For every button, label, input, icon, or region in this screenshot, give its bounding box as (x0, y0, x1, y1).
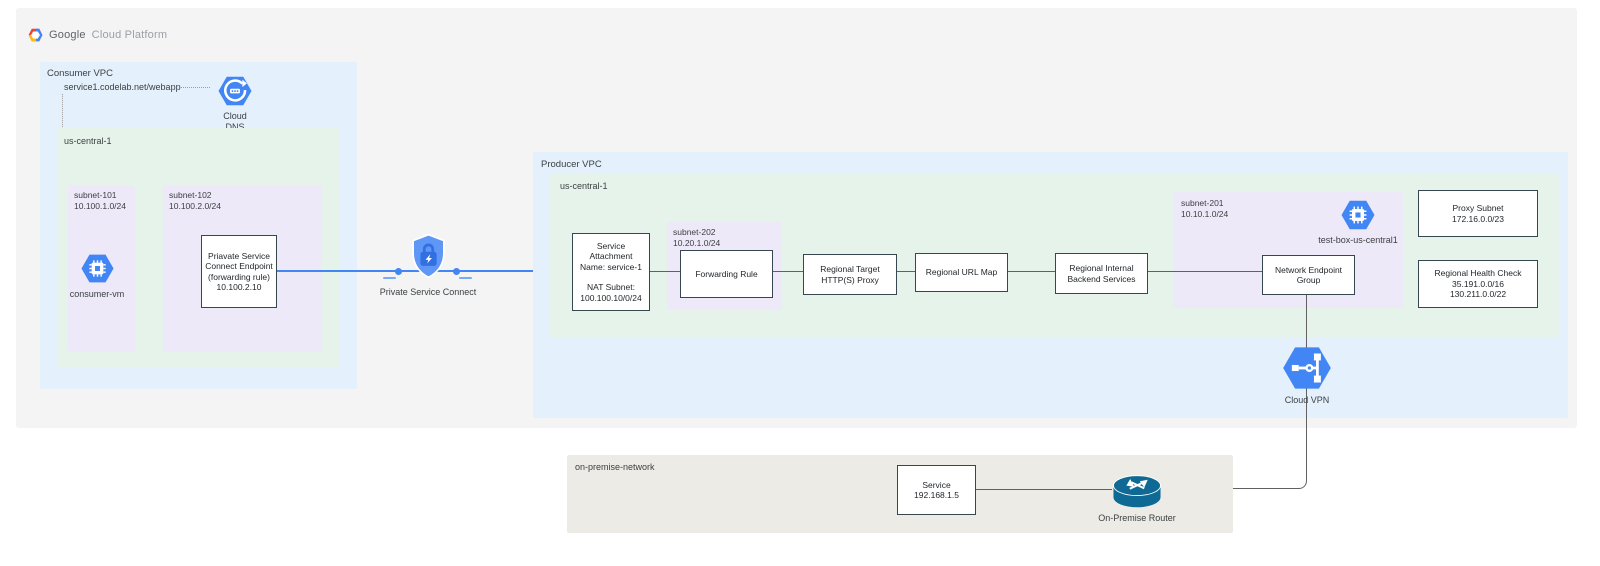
logo-product-text: Cloud Platform (91, 29, 168, 41)
on-premise-label: on-premise-network (575, 462, 655, 472)
connector-sa-fr (650, 271, 680, 272)
connector-backend-neg (1148, 271, 1262, 272)
psc-right-dash (459, 277, 472, 279)
logo-brand-text: Google (49, 29, 86, 41)
psc-endpoint-box: Priavate Service Connect Endpoint (forwa… (201, 235, 277, 308)
psc-caption: Private Service Connect (379, 287, 477, 297)
on-premise-service-box: Service 192.168.1.5 (897, 465, 976, 515)
forwarding-rule-box: Forwarding Rule (680, 250, 773, 298)
target-proxy-box: Regional Target HTTP(S) Proxy (803, 254, 897, 295)
consumer-vpc-label: Consumer VPC (47, 68, 113, 79)
test-box-caption: test-box-us-central1 (1318, 235, 1398, 245)
subnet-201-cidr: 10.10.1.0/24 (1181, 209, 1229, 219)
dns-record-text: service1.codelab.net/webapp (64, 82, 181, 92)
connector-neg-vpn-router (1163, 295, 1307, 489)
gcp-hexagon-logo-icon (28, 28, 43, 42)
subnet-102-cidr: 10.100.2.0/24 (169, 201, 221, 211)
gcp-logo: Google Cloud Platform (28, 28, 167, 42)
connector-urlmap-backend (1008, 271, 1055, 272)
connector-fr-proxy (773, 271, 803, 272)
proxy-subnet-box: Proxy Subnet 172.16.0.0/23 (1418, 190, 1538, 237)
cloud-dns-caption: Cloud DNS (223, 111, 247, 132)
cloud-vpn-caption: Cloud VPN (1284, 395, 1330, 405)
subnet-202-name: subnet-202 (673, 227, 716, 237)
private-service-connect-icon (408, 232, 449, 285)
service-attachment-box: Service Attachment Name: service-1 NAT S… (572, 233, 650, 311)
cloud-vpn-icon (1281, 342, 1333, 399)
on-premise-router-caption: On-Premise Router (1098, 513, 1176, 523)
backend-services-box: Regional Internal Backend Services (1055, 253, 1148, 294)
psc-left-dash (383, 277, 396, 279)
health-check-box: Regional Health Check 35.191.0.0/16 130.… (1418, 260, 1538, 308)
psc-right-node-dot (453, 268, 460, 275)
cloud-dns-icon (217, 72, 253, 115)
consumer-vm-caption: consumer-vm (69, 289, 125, 299)
on-premise-router-icon (1111, 472, 1163, 515)
network-endpoint-group-box: Network Endpoint Group (1262, 255, 1355, 295)
consumer-vm-icon (80, 250, 115, 292)
test-box-vm-icon (1340, 196, 1376, 239)
producer-region-label: us-central-1 (560, 181, 608, 191)
producer-vpc-label: Producer VPC (541, 159, 602, 170)
subnet-102-name: subnet-102 (169, 190, 212, 200)
subnet-101-cidr: 10.100.1.0/24 (74, 201, 126, 211)
dns-dotted-connector (181, 87, 210, 88)
subnet-202-cidr: 10.20.1.0/24 (673, 238, 721, 248)
url-map-box: Regional URL Map (915, 253, 1008, 292)
connector-service-router (976, 489, 1112, 490)
consumer-region-label: us-central-1 (64, 136, 112, 146)
psc-left-node-dot (395, 268, 402, 275)
subnet-201-name: subnet-201 (1181, 198, 1224, 208)
subnet-101-name: subnet-101 (74, 190, 117, 200)
connector-proxy-urlmap (897, 271, 915, 272)
